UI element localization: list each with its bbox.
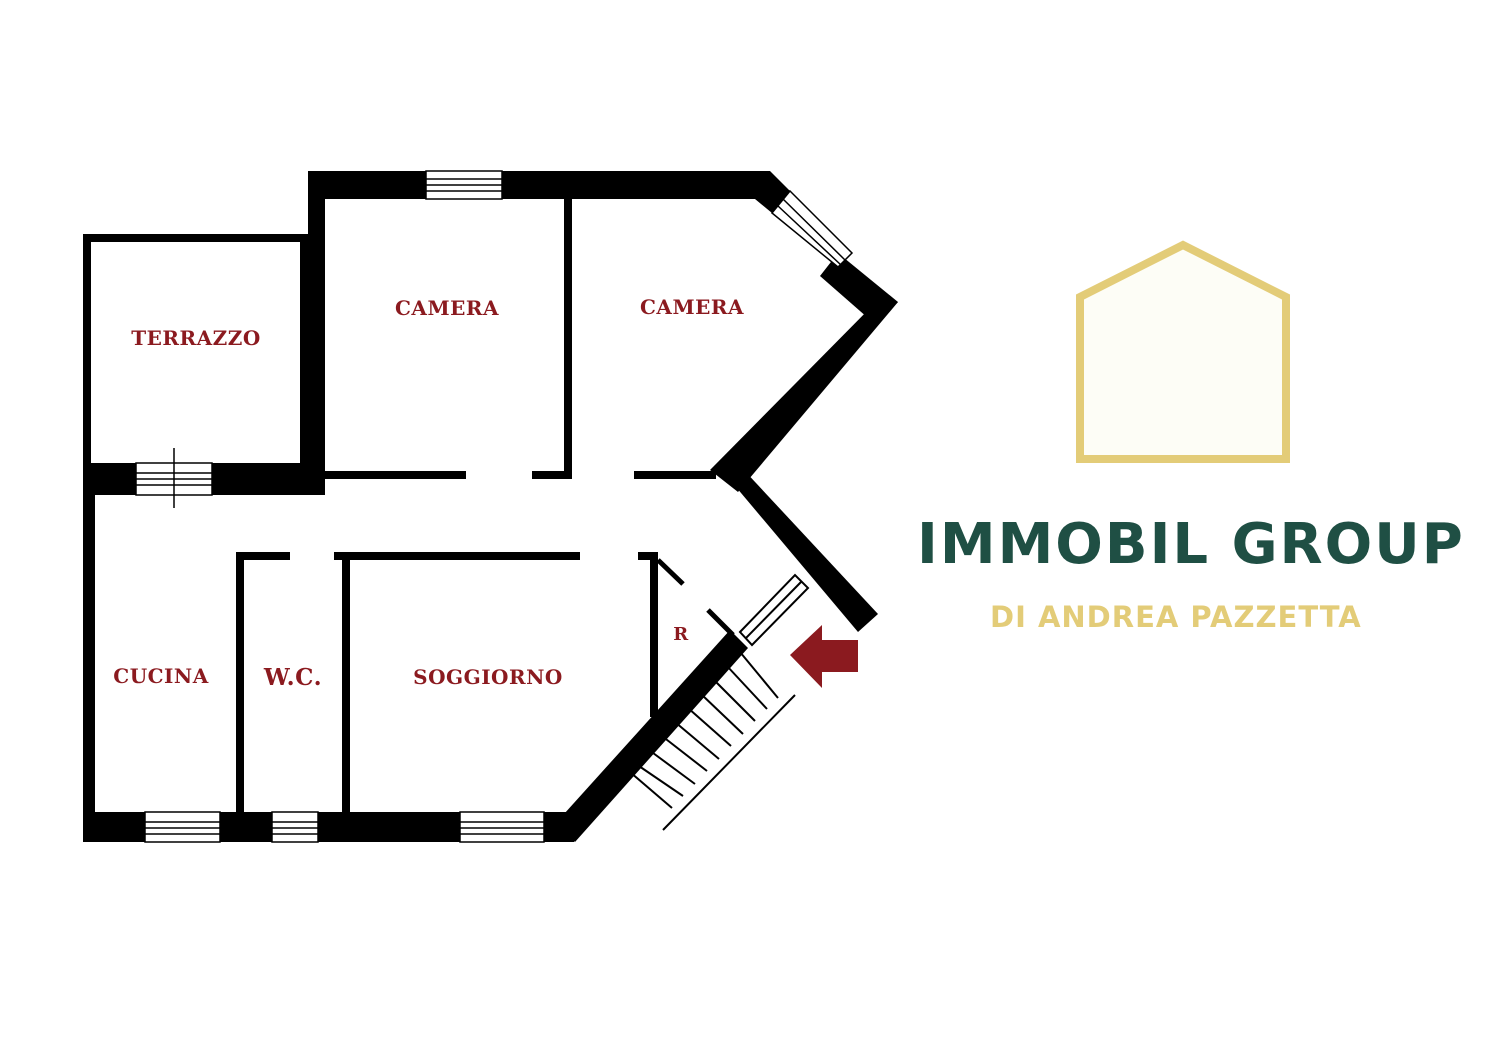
window-camera-angled <box>770 189 854 269</box>
window-soggiorno <box>459 811 545 843</box>
room-label-wc: W.C. <box>263 664 322 691</box>
room-labels: TERRAZZO CAMERA CAMERA CUCINA W.C. SOGGI… <box>113 295 744 691</box>
interior-walls <box>236 199 735 812</box>
window-terrazzo-door <box>135 448 213 508</box>
entrance-door <box>738 573 810 647</box>
room-label-terrazzo: TERRAZZO <box>131 326 261 350</box>
window-wc <box>271 811 319 843</box>
staircase <box>629 651 796 831</box>
room-label-ripostiglio: R <box>673 624 689 645</box>
brand-subtitle: DI ANDREA PAZZETTA <box>990 600 1362 634</box>
room-label-camera-right: CAMERA <box>640 295 744 319</box>
entrance-arrow-icon <box>790 625 858 688</box>
window-cucina <box>144 811 221 843</box>
exterior-walls <box>83 171 898 842</box>
windows <box>135 170 854 843</box>
window-camera-top <box>425 170 503 200</box>
brand-name: IMMOBIL GROUP <box>917 512 1465 577</box>
room-label-cucina: CUCINA <box>113 664 208 688</box>
room-label-soggiorno: SOGGIORNO <box>413 665 563 689</box>
room-label-camera-left: CAMERA <box>395 296 499 320</box>
house-outline-icon <box>1076 240 1290 463</box>
